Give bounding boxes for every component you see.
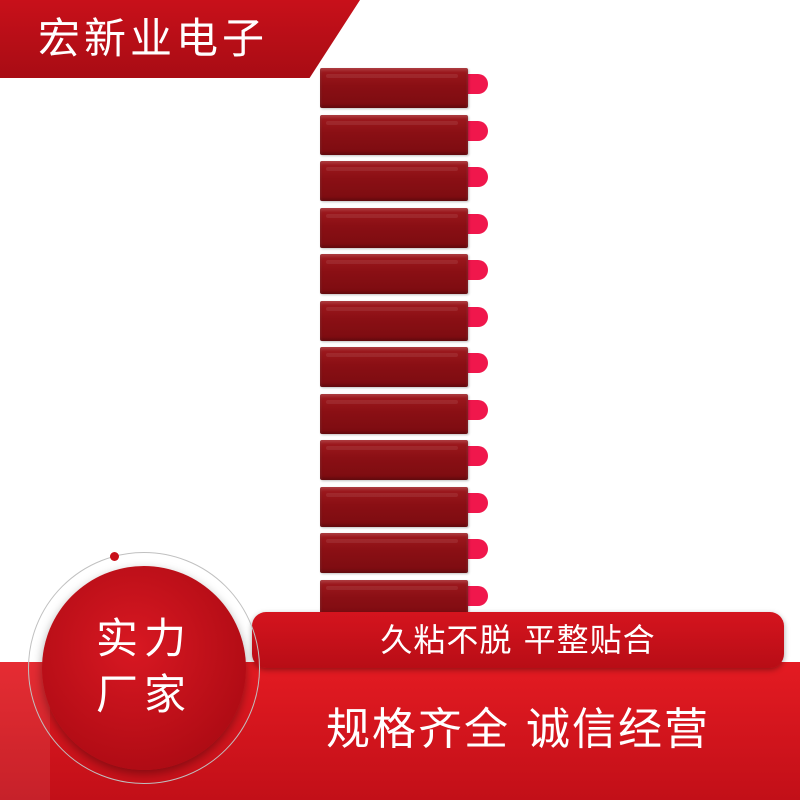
feature-pill: 久粘不脱 平整贴合 xyxy=(252,612,784,668)
adhesive-piece-body xyxy=(320,68,468,108)
factory-badge: 实力 厂家 xyxy=(42,566,246,770)
adhesive-piece xyxy=(318,114,493,155)
badge-dot xyxy=(110,552,119,561)
adhesive-piece-tab xyxy=(464,260,488,280)
adhesive-piece xyxy=(318,440,493,480)
adhesive-piece-tab xyxy=(464,167,488,187)
adhesive-piece-body xyxy=(320,393,468,434)
adhesive-piece xyxy=(318,347,493,387)
product-strip xyxy=(318,68,493,620)
adhesive-piece-body xyxy=(320,207,468,248)
adhesive-piece-body xyxy=(320,486,468,527)
adhesive-piece-tab xyxy=(464,120,488,141)
adhesive-piece xyxy=(318,393,493,434)
adhesive-piece-tab xyxy=(464,585,488,606)
adhesive-piece-body xyxy=(320,347,468,387)
adhesive-piece-body xyxy=(320,254,468,294)
adhesive-piece-body xyxy=(320,161,468,201)
badge-ring xyxy=(28,552,260,784)
adhesive-piece-tab xyxy=(464,492,488,513)
adhesive-piece-body xyxy=(320,300,468,341)
adhesive-piece-body xyxy=(320,440,468,480)
badge-line-2: 厂家 xyxy=(95,670,192,719)
adhesive-piece-body xyxy=(320,114,468,155)
adhesive-piece xyxy=(318,300,493,341)
adhesive-piece-tab xyxy=(464,539,488,559)
adhesive-piece xyxy=(318,68,493,108)
adhesive-piece xyxy=(318,161,493,201)
feature-line-1: 久粘不脱 平整贴合 xyxy=(380,621,656,659)
adhesive-piece xyxy=(318,533,493,573)
adhesive-piece xyxy=(318,254,493,294)
adhesive-piece-tab xyxy=(464,306,488,327)
adhesive-piece-tab xyxy=(464,74,488,94)
brand-name: 宏新业电子 xyxy=(38,14,269,63)
brand-banner xyxy=(0,0,360,78)
adhesive-piece-tab xyxy=(464,399,488,420)
feature-line-2: 规格齐全 诚信经营 xyxy=(326,704,710,755)
adhesive-piece xyxy=(318,486,493,527)
adhesive-piece-tab xyxy=(464,213,488,234)
adhesive-piece xyxy=(318,207,493,248)
adhesive-piece-tab xyxy=(464,353,488,373)
adhesive-piece-body xyxy=(320,533,468,573)
badge-line-1: 实力 xyxy=(95,614,192,663)
adhesive-piece-tab xyxy=(464,446,488,466)
